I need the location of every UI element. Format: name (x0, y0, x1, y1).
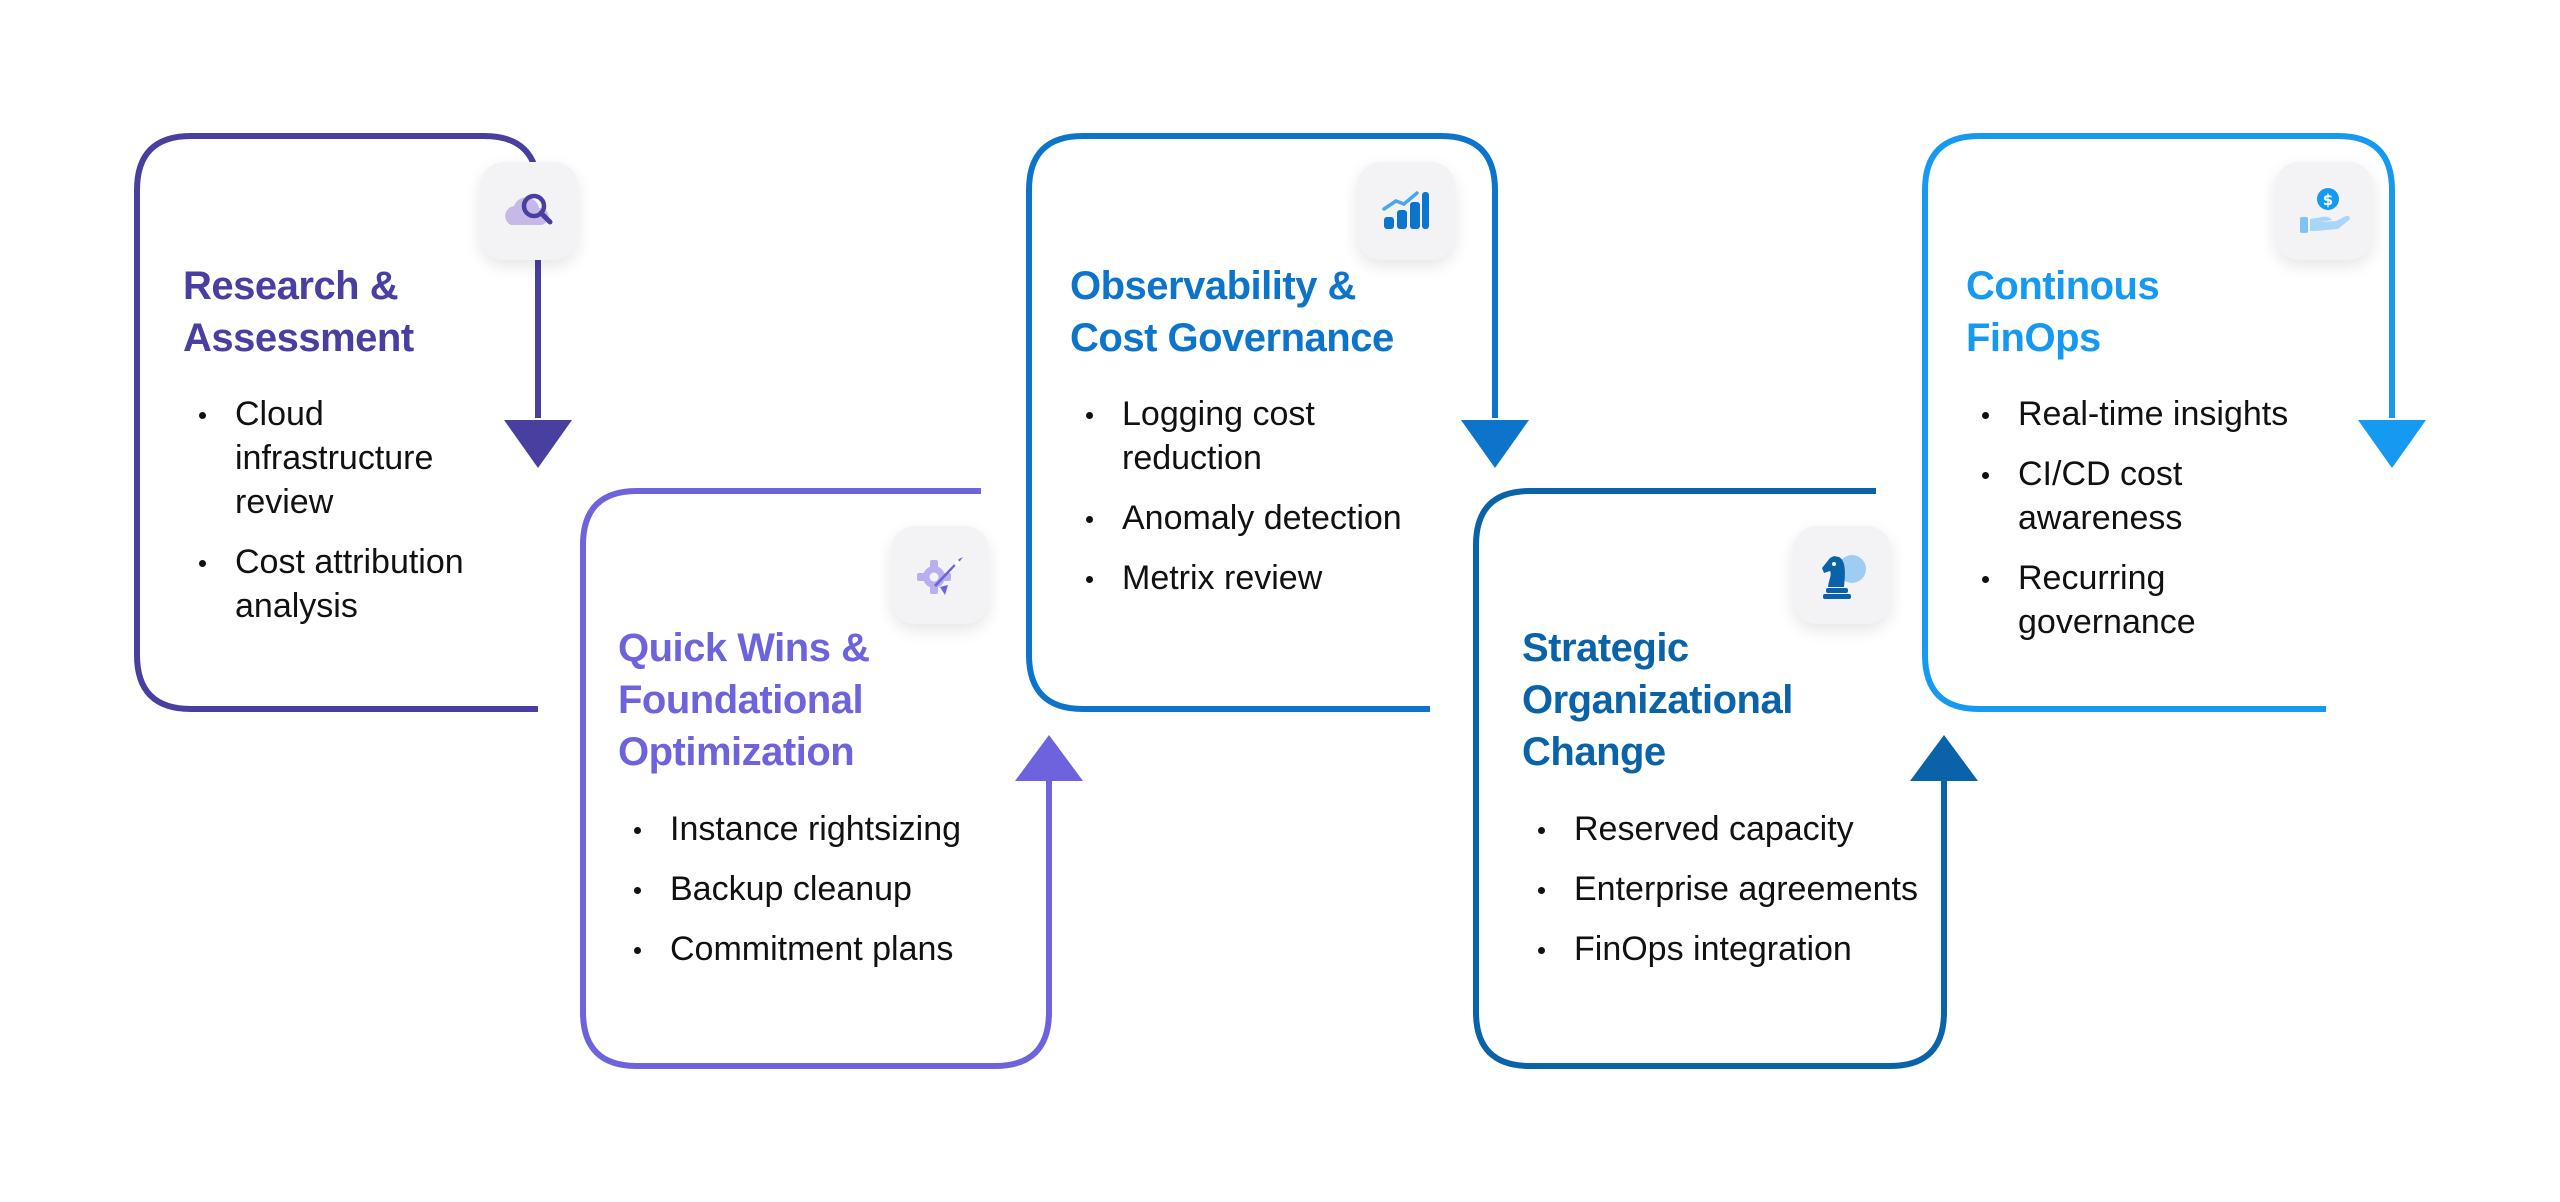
cloud-search-icon (480, 162, 578, 260)
chess-knight-icon (1793, 526, 1891, 624)
list-item: Cloud infrastructure review (183, 392, 523, 524)
list-item: Logging cost reduction (1070, 392, 1430, 480)
arrow-down-icon (1461, 420, 1529, 468)
step-title: Continous FinOps (1966, 264, 2160, 360)
list-item: FinOps integration (1522, 927, 1962, 971)
strategic-outline (1473, 488, 1947, 1069)
list-item: Metrix review (1070, 556, 1430, 600)
step-items: Cloud infrastructure review Cost attribu… (183, 392, 523, 644)
list-item: Reserved capacity (1522, 807, 1962, 851)
arrow-up-icon (1910, 735, 1978, 781)
arrow-down-icon (504, 420, 572, 468)
list-item: Enterprise agreements (1522, 867, 1962, 911)
hand-dollar-coin-icon: $ (2275, 162, 2373, 260)
step-title: Strategic Organizational Change (1522, 626, 1793, 774)
list-item: Cost attribution analysis (183, 540, 523, 628)
finops-outline (1922, 133, 2395, 712)
step-items: Instance rightsizing Backup cleanup Comm… (618, 807, 1018, 987)
list-item: Commitment plans (618, 927, 1018, 971)
step-items: Logging cost reduction Anomaly detection… (1070, 392, 1430, 616)
step-items: Reserved capacity Enterprise agreements … (1522, 807, 1962, 987)
quick-wins-outline (580, 488, 1052, 1069)
list-item: Real-time insights (1966, 392, 2326, 436)
arrow-up-icon (1015, 735, 1083, 781)
list-item: CI/CD cost awareness (1966, 452, 2326, 540)
gear-rocket-icon (891, 526, 989, 624)
list-item: Backup cleanup (618, 867, 1018, 911)
arrow-down-icon (2358, 420, 2426, 468)
list-item: Instance rightsizing (618, 807, 1018, 851)
observability-outline (1026, 133, 1498, 712)
bar-chart-growth-icon (1357, 162, 1455, 260)
list-item: Anomaly detection (1070, 496, 1430, 540)
step-title: Observability & Cost Governance (1070, 264, 1394, 360)
step-items: Real-time insights CI/CD cost awareness … (1966, 392, 2326, 660)
svg-text:$: $ (2323, 191, 2333, 209)
list-item: Recurring governance (1966, 556, 2326, 644)
research-outline (134, 133, 541, 712)
step-title: Quick Wins & Foundational Optimization (618, 626, 870, 774)
step-title: Research & Assessment (183, 264, 414, 360)
